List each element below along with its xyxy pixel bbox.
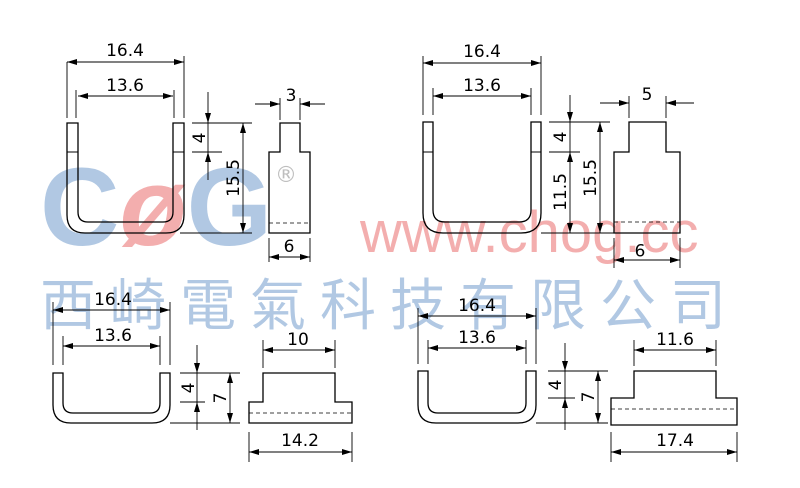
dim-body-width: 9 — [635, 239, 646, 259]
watermark-logo: CøG — [40, 146, 272, 269]
dim-outer-width: 16.4 — [94, 290, 132, 310]
dim-tab-height: 4 — [179, 383, 199, 394]
side-view — [610, 370, 738, 426]
registered-mark: ® — [275, 163, 297, 188]
dim-tab-width: 11.6 — [656, 330, 694, 350]
dim-outer-width: 16.4 — [106, 41, 144, 61]
u-outer — [417, 370, 537, 424]
dim-total-height: 15.5 — [224, 159, 244, 197]
dim-tab-height: 4 — [190, 133, 210, 144]
u-outer — [422, 121, 542, 234]
dim-inner-width: 13.6 — [458, 328, 496, 348]
dim-tab-height: 4 — [551, 132, 571, 143]
dim-body-width: 14.2 — [281, 431, 319, 451]
dim-inner-width: 13.6 — [463, 76, 501, 96]
dim-outer-width: 16.4 — [458, 296, 496, 316]
drawing-2: 16.4 13.6 4 11.5 15.5 5 9 — [422, 42, 694, 268]
dim-total-height: 15.5 — [581, 159, 601, 197]
dim-tab-width: 3 — [286, 86, 297, 106]
u-outer — [52, 372, 171, 424]
drawing-4: 16.4 13.6 4 7 11.6 17.4 — [417, 296, 738, 462]
watermark-company: 西崎電氣科技有限公司 — [40, 274, 740, 339]
dim-body-width: 6 — [284, 237, 295, 257]
dim-total-height: 7 — [579, 392, 599, 403]
drawing-3: 16.4 13.6 4 7 10 14.2 — [52, 290, 353, 462]
side-view — [248, 372, 353, 424]
dim-tab-width: 5 — [642, 85, 653, 105]
drawing-1: 16.4 13.6 4 15.5 3 6 — [66, 41, 325, 262]
watermark: CøG ® www.chog.cc 西崎電氣科技有限公司 — [40, 146, 740, 339]
side-view — [268, 122, 311, 234]
dim-total-height: 7 — [211, 393, 231, 404]
dim-inner-width: 13.6 — [106, 76, 144, 96]
dim-body-width: 17.4 — [656, 431, 694, 451]
dim-tab-height: 4 — [546, 380, 566, 391]
side-view — [613, 121, 681, 234]
dim-inner-width: 13.6 — [94, 326, 132, 346]
u-outer — [66, 122, 185, 234]
dim-outer-width: 16.4 — [463, 42, 501, 62]
dim-lower-height: 11.5 — [551, 173, 571, 211]
dim-tab-width: 10 — [287, 330, 309, 350]
